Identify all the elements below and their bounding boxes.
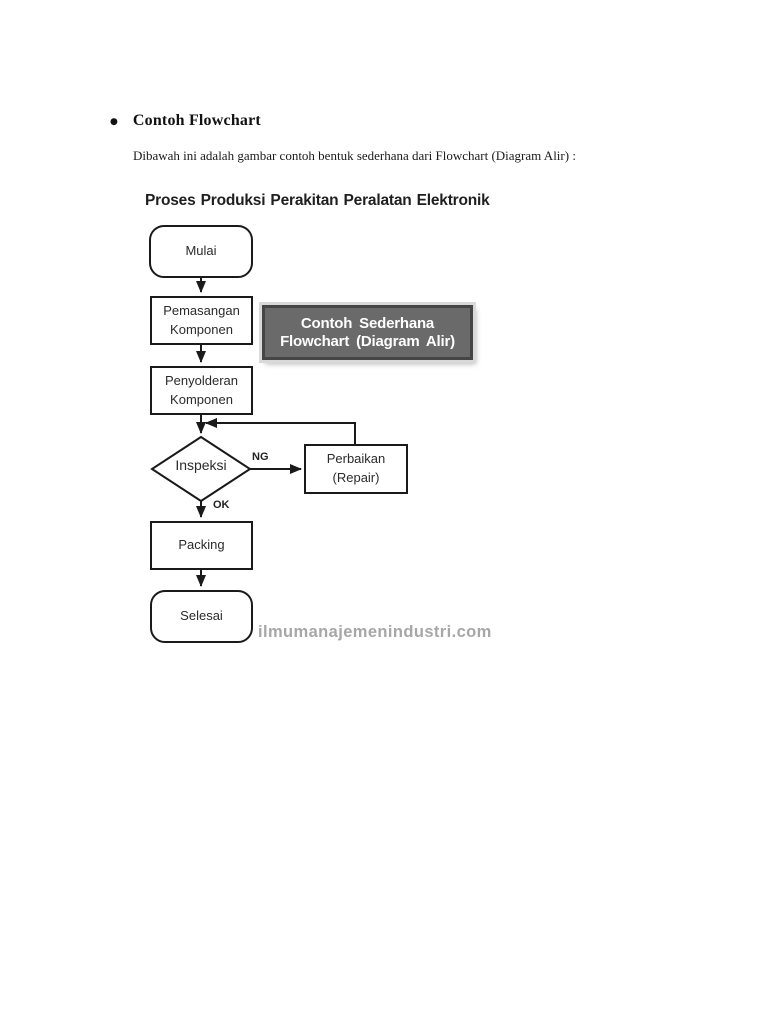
node-selesai-label: Selesai — [180, 608, 223, 624]
watermark-text: ilmumanajemenindustri.com — [258, 623, 492, 641]
node-pemasangan-komponen: Pemasangan Komponen — [150, 296, 253, 345]
node-perbaikan-repair: Perbaikan (Repair) — [304, 444, 408, 494]
callout-badge: Contoh Sederhana Flowchart (Diagram Alir… — [262, 305, 473, 360]
node-pemasangan-label: Pemasangan Komponen — [163, 302, 240, 337]
callout-line1: Contoh Sederhana — [300, 315, 435, 332]
section-heading: Contoh Flowchart — [132, 112, 261, 129]
intro-paragraph: Dibawah ini adalah gambar contoh bentuk … — [133, 148, 576, 163]
edge-perbaikan-feedback — [205, 418, 356, 444]
node-selesai: Selesai — [150, 590, 253, 643]
node-mulai: Mulai — [149, 225, 253, 278]
bullet-icon: ● — [110, 116, 118, 127]
node-penyolderan-komponen: Penyolderan Komponen — [150, 366, 253, 415]
node-packing: Packing — [150, 521, 253, 570]
callout-line2: Flowchart (Diagram Alir) — [280, 333, 455, 350]
section-heading-row: ● Contoh Flowchart — [110, 112, 261, 130]
node-inspeksi-label: Inspeksi — [175, 457, 227, 473]
node-packing-label: Packing — [178, 537, 225, 553]
branch-label-ng: NG — [252, 451, 269, 463]
node-perbaikan-label: Perbaikan (Repair) — [326, 451, 386, 485]
node-mulai-label: Mulai — [185, 243, 217, 259]
node-penyolderan-label: Penyolderan Komponen — [165, 372, 238, 407]
branch-label-ok: OK — [213, 499, 230, 511]
flowchart-title: Proses Produksi Perakitan Peralatan Elek… — [145, 192, 490, 209]
